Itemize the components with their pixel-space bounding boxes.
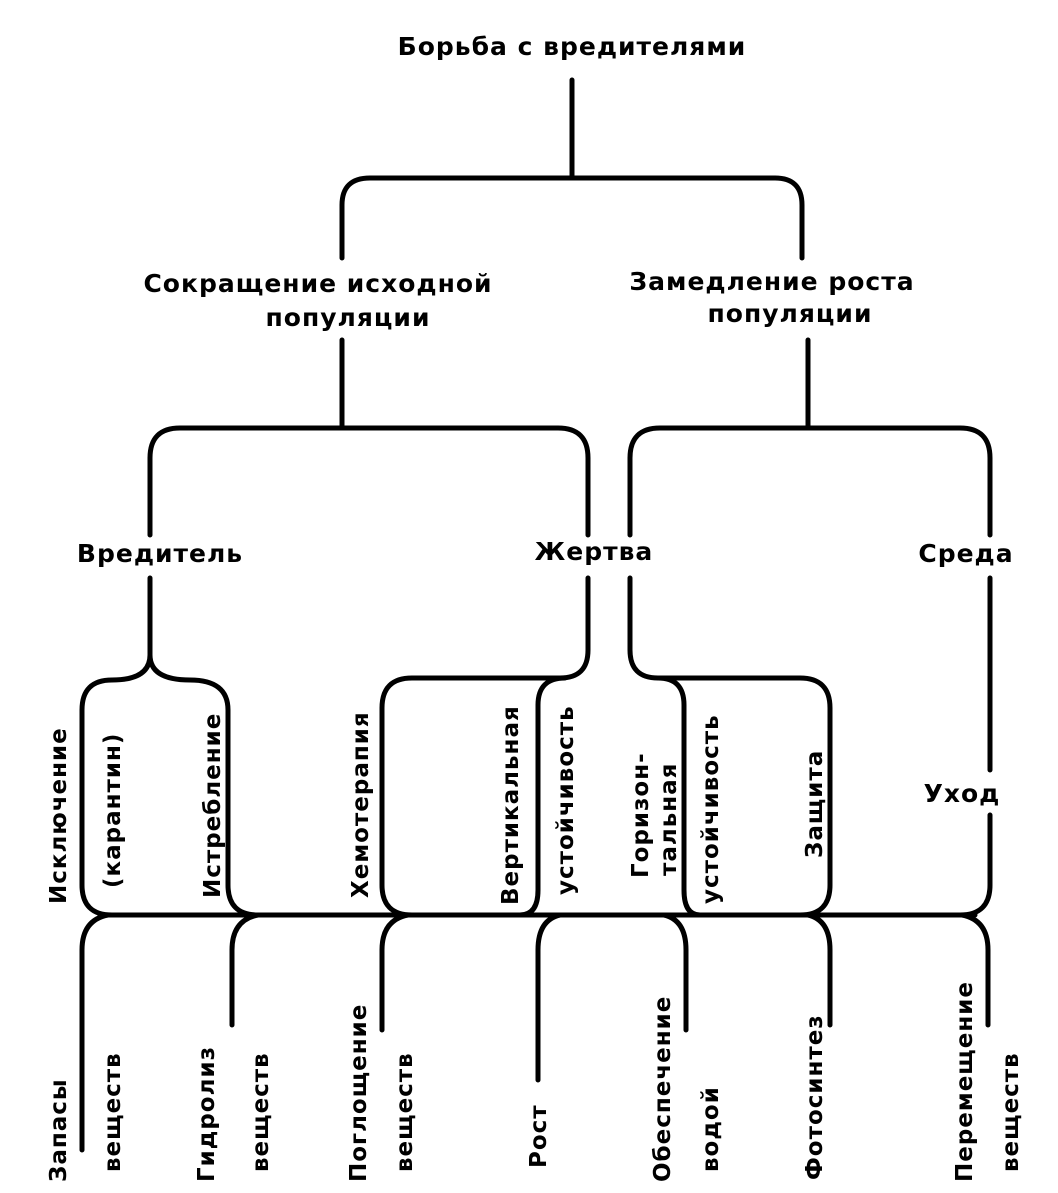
horizontal-label-line1: Горизон- <box>628 752 654 878</box>
right-branch-fork <box>627 425 993 538</box>
horizontal-label-line2: тальная <box>656 763 682 876</box>
storage-label-line1: Запасы <box>46 1078 72 1182</box>
left-branch-fork <box>147 425 591 538</box>
host-stem-left <box>379 575 591 918</box>
hydrolysis-label-line1: Гидролиз <box>194 1046 220 1182</box>
horizontal-resistance-label: устойчивость <box>698 714 724 904</box>
absorption-label-line1: Поглощение <box>346 1004 372 1182</box>
photosynthesis-label: Фотосинтез <box>802 1014 828 1180</box>
drop-hydrolysis <box>229 912 261 1028</box>
vertical-resistance-bracket <box>517 675 568 918</box>
hydrolysis-label-line2: веществ <box>248 1052 274 1172</box>
exclusion-label: Исключение <box>46 727 72 904</box>
environment-label: Среда <box>918 539 1013 568</box>
drop-photosynthesis <box>805 912 833 1028</box>
protection-label: Защита <box>802 750 828 858</box>
vertical-resistance-label: устойчивость <box>553 705 579 895</box>
drop-growth <box>535 912 563 1083</box>
chemotherapy-label: Хемотерапия <box>348 711 374 898</box>
care-label: Уход <box>924 779 1001 808</box>
reduce-population-label-line1: Сокращение исходной <box>143 269 492 298</box>
water-supply-label-line1: Обеспечение <box>650 996 676 1182</box>
host-stem-right <box>627 575 833 918</box>
pest-fork-right <box>147 652 261 918</box>
absorption-label-line2: веществ <box>392 1052 418 1172</box>
method-labels: Исключение (карантин) Истребление Хемоте… <box>46 705 828 905</box>
drop-absorption <box>379 912 411 1033</box>
water-supply-label-line2: водой <box>698 1086 724 1172</box>
growth-label: Рост <box>526 1104 552 1168</box>
quarantine-label: (карантин) <box>100 733 126 888</box>
reduce-population-label-line2: популяции <box>266 303 431 332</box>
horizontal-resistance-bracket <box>655 675 703 918</box>
slow-growth-label-line1: Замедление роста <box>629 267 914 296</box>
pest-fork <box>79 652 153 918</box>
care-stem <box>957 812 993 918</box>
extermination-label: Истребление <box>200 713 226 898</box>
host-label: Жертва <box>535 537 654 566</box>
drop-translocation <box>959 912 991 1028</box>
connector-lines <box>79 77 993 1153</box>
slow-growth-label-line2: популяции <box>708 299 873 328</box>
pest-label: Вредитель <box>77 539 243 568</box>
vertical-label: Вертикальная <box>498 705 524 905</box>
process-labels: Запасы веществ Гидролиз веществ Поглощен… <box>46 981 1024 1182</box>
drop-water <box>661 912 689 1033</box>
translocation-label-line1: Перемещение <box>952 981 978 1182</box>
drop-storage <box>79 912 111 1153</box>
storage-label-line2: веществ <box>100 1052 126 1172</box>
translocation-label-line2: веществ <box>998 1052 1024 1172</box>
root-fork <box>339 175 805 261</box>
root-label: Борьба с вредителями <box>398 32 747 61</box>
